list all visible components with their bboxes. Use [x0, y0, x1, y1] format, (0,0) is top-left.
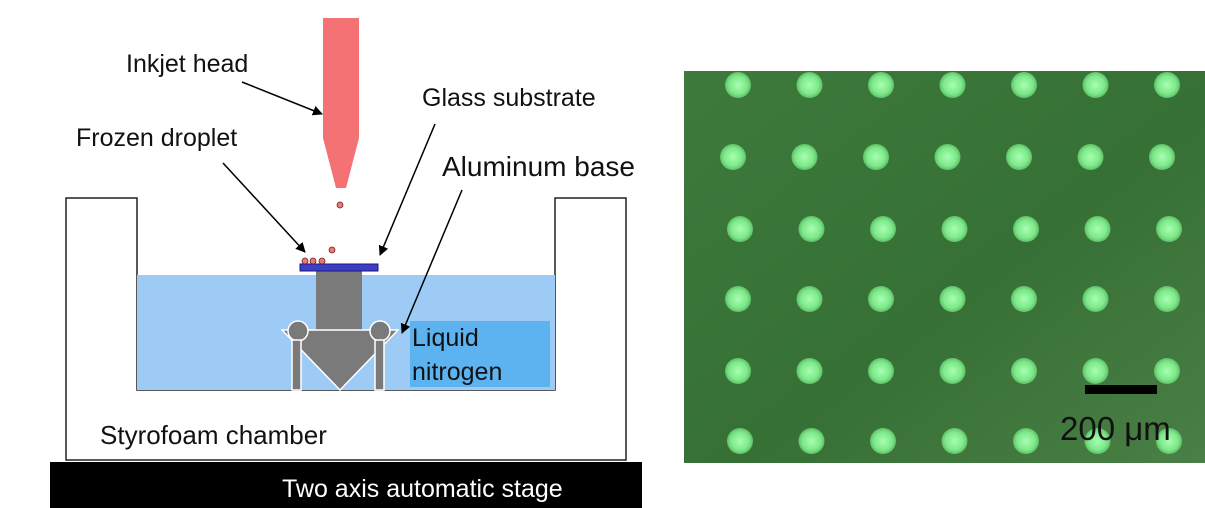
scale-bar-label: 200 μm: [1060, 410, 1171, 447]
micrograph-dot: [870, 428, 896, 454]
frozen-droplets: [301, 201, 344, 265]
styrofoam-chamber-label: Styrofoam chamber: [100, 420, 327, 450]
micrograph-dot: [1082, 286, 1109, 312]
micrograph-dot: [939, 358, 966, 384]
micrograph-dot: [796, 358, 823, 384]
micrograph-dot: [725, 358, 751, 384]
micrograph-dot: [1156, 428, 1182, 454]
micrograph-dot: [868, 72, 894, 98]
micrograph-dot: [1149, 144, 1175, 170]
micrograph-dot: [941, 216, 968, 242]
micrograph-dots: [720, 72, 1182, 454]
styrofoam-chamber: [65, 197, 627, 461]
micrograph-dot: [1154, 358, 1180, 384]
scale-bar: [1085, 385, 1157, 394]
micrograph-dot: [1006, 144, 1032, 170]
inkjet-head: [323, 18, 359, 188]
two-axis-stage: [50, 462, 642, 508]
micrograph-dot: [1013, 216, 1039, 242]
glass-substrate: [299, 263, 379, 272]
micrograph-dot: [1154, 286, 1180, 312]
micrograph-dot: [1084, 216, 1111, 242]
micrograph-dot: [725, 72, 751, 98]
micrograph-dot: [727, 216, 753, 242]
micrograph-dot: [868, 286, 894, 312]
label-arrows: [222, 81, 463, 334]
micrograph-dot: [727, 428, 753, 454]
micrograph-dot: [1154, 72, 1180, 98]
aluminum-base-label: Aluminum base: [442, 151, 635, 182]
micrograph-dot: [720, 144, 746, 170]
micrograph-dot: [1156, 216, 1182, 242]
micrograph-dot: [1082, 72, 1109, 98]
glass-substrate-label: Glass substrate: [422, 84, 596, 112]
liquid-nitrogen-label-line2: nitrogen: [412, 358, 502, 386]
micrograph-dot: [1011, 72, 1037, 98]
micrograph-dot: [1082, 358, 1109, 384]
micrograph-dot: [798, 216, 825, 242]
micrograph-dot: [1011, 286, 1037, 312]
micrograph-dot: [941, 428, 968, 454]
micrograph-dot: [725, 286, 751, 312]
micrograph-dot: [868, 358, 894, 384]
stage-label: Two axis automatic stage: [282, 475, 563, 503]
micrograph-dot: [796, 72, 823, 98]
micrograph-dot: [934, 144, 961, 170]
aluminum-base: [280, 271, 400, 392]
micrograph-dot: [1013, 428, 1039, 454]
micrograph-dot: [798, 428, 825, 454]
micrograph-dot: [939, 286, 966, 312]
micrograph-dot: [1077, 144, 1104, 170]
frozen-droplet-label: Frozen droplet: [76, 124, 237, 152]
micrograph-dot: [1084, 428, 1111, 454]
micrograph: 200 μm: [684, 71, 1205, 463]
micrograph-dot: [1011, 358, 1037, 384]
micrograph-dot: [939, 72, 966, 98]
micrograph-dot: [870, 216, 896, 242]
liquid-nitrogen-label-line1: Liquid: [412, 324, 479, 352]
micrograph-dot: [796, 286, 823, 312]
inkjet-head-label: Inkjet head: [126, 50, 248, 78]
micrograph-dot: [791, 144, 818, 170]
micrograph-dot: [863, 144, 889, 170]
liquid-nitrogen-label-box: [410, 321, 550, 387]
